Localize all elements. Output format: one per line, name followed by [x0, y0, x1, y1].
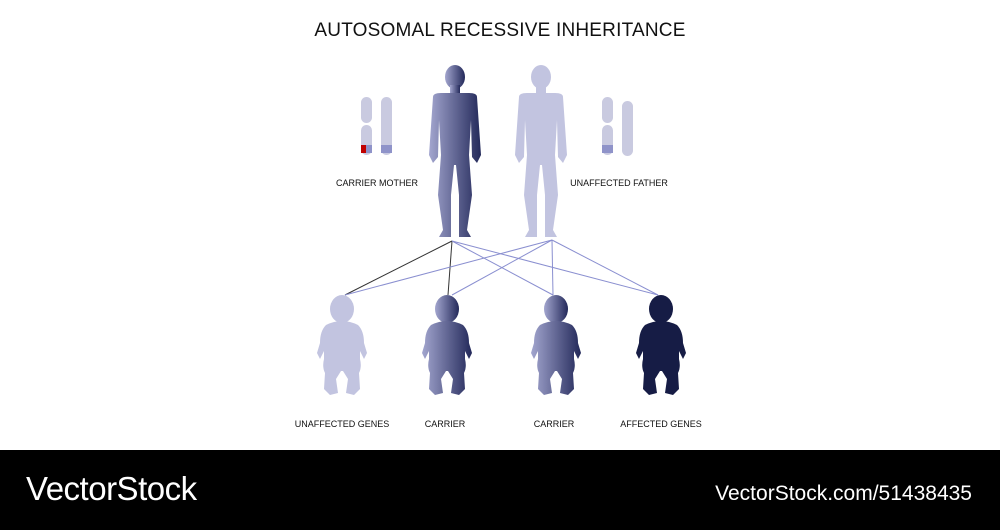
diagram-title: AUTOSOMAL RECESSIVE INHERITANCE [314, 20, 686, 41]
mutation-marker [361, 145, 366, 153]
father-label: UNAFFECTED FATHER [570, 178, 668, 188]
mother-label: CARRIER MOTHER [335, 178, 418, 188]
mother-chromosomes [361, 97, 392, 155]
child-label: CARRIER [533, 419, 575, 429]
child-affected [636, 295, 686, 395]
mother-silhouette [429, 65, 481, 237]
brand-logo: VectorStock [26, 470, 197, 507]
father-chromosomes [602, 97, 633, 156]
inheritance-lines [344, 239, 659, 296]
image-url: VectorStock.com/51438435 [715, 482, 972, 505]
child-unaffected [317, 295, 367, 395]
child-label: UNAFFECTED GENES [294, 419, 390, 429]
child-carrier-2 [531, 295, 581, 395]
inheritance-graphic [317, 65, 686, 395]
child-label: AFFECTED GENES [620, 419, 702, 429]
father-silhouette [515, 65, 567, 237]
child-carrier-1 [422, 295, 472, 395]
footer-bar: VectorStock VectorStock.com/51438435 [0, 450, 1000, 530]
child-label: CARRIER [424, 419, 466, 429]
